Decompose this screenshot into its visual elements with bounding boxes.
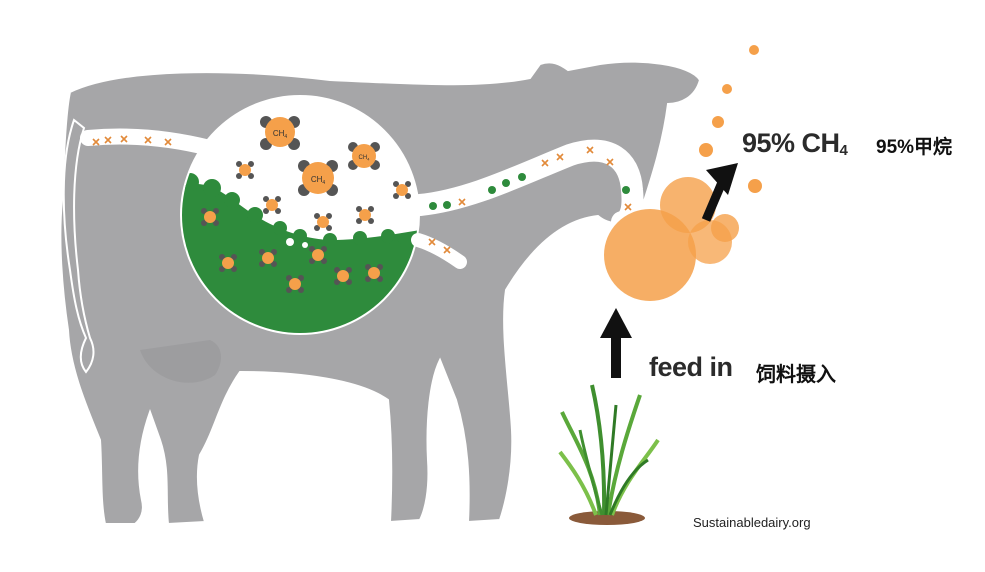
feed-in-label: feed in [649, 352, 733, 382]
esophagus-tube [409, 139, 644, 233]
cow-udder [140, 340, 222, 383]
esophagus-lower [411, 233, 467, 269]
up-arrow-icon [600, 308, 632, 378]
ch4-molecule-icon: CH4 [260, 116, 300, 150]
methane-output-label: 95% CH4 [742, 128, 848, 159]
molecule-label: CH4 [311, 175, 326, 186]
methane-cloud [604, 45, 762, 301]
feed-in-label-cn: 饲料摄入 [756, 364, 836, 386]
rumen-contents [182, 183, 418, 333]
source-credit: Sustainabledairy.org [693, 515, 811, 530]
methane-output-label-cn: 95%甲烷 [876, 137, 953, 158]
cow-tail [62, 118, 95, 374]
molecule-label: CH4 [359, 155, 371, 162]
molecule-label: CH4 [273, 129, 288, 140]
diagonal-arrow-icon [701, 163, 738, 222]
ch4-molecule-icon: CH4 [348, 142, 380, 170]
ch4-molecule-icon: CH4 [298, 160, 338, 196]
grass-icon [558, 384, 660, 525]
